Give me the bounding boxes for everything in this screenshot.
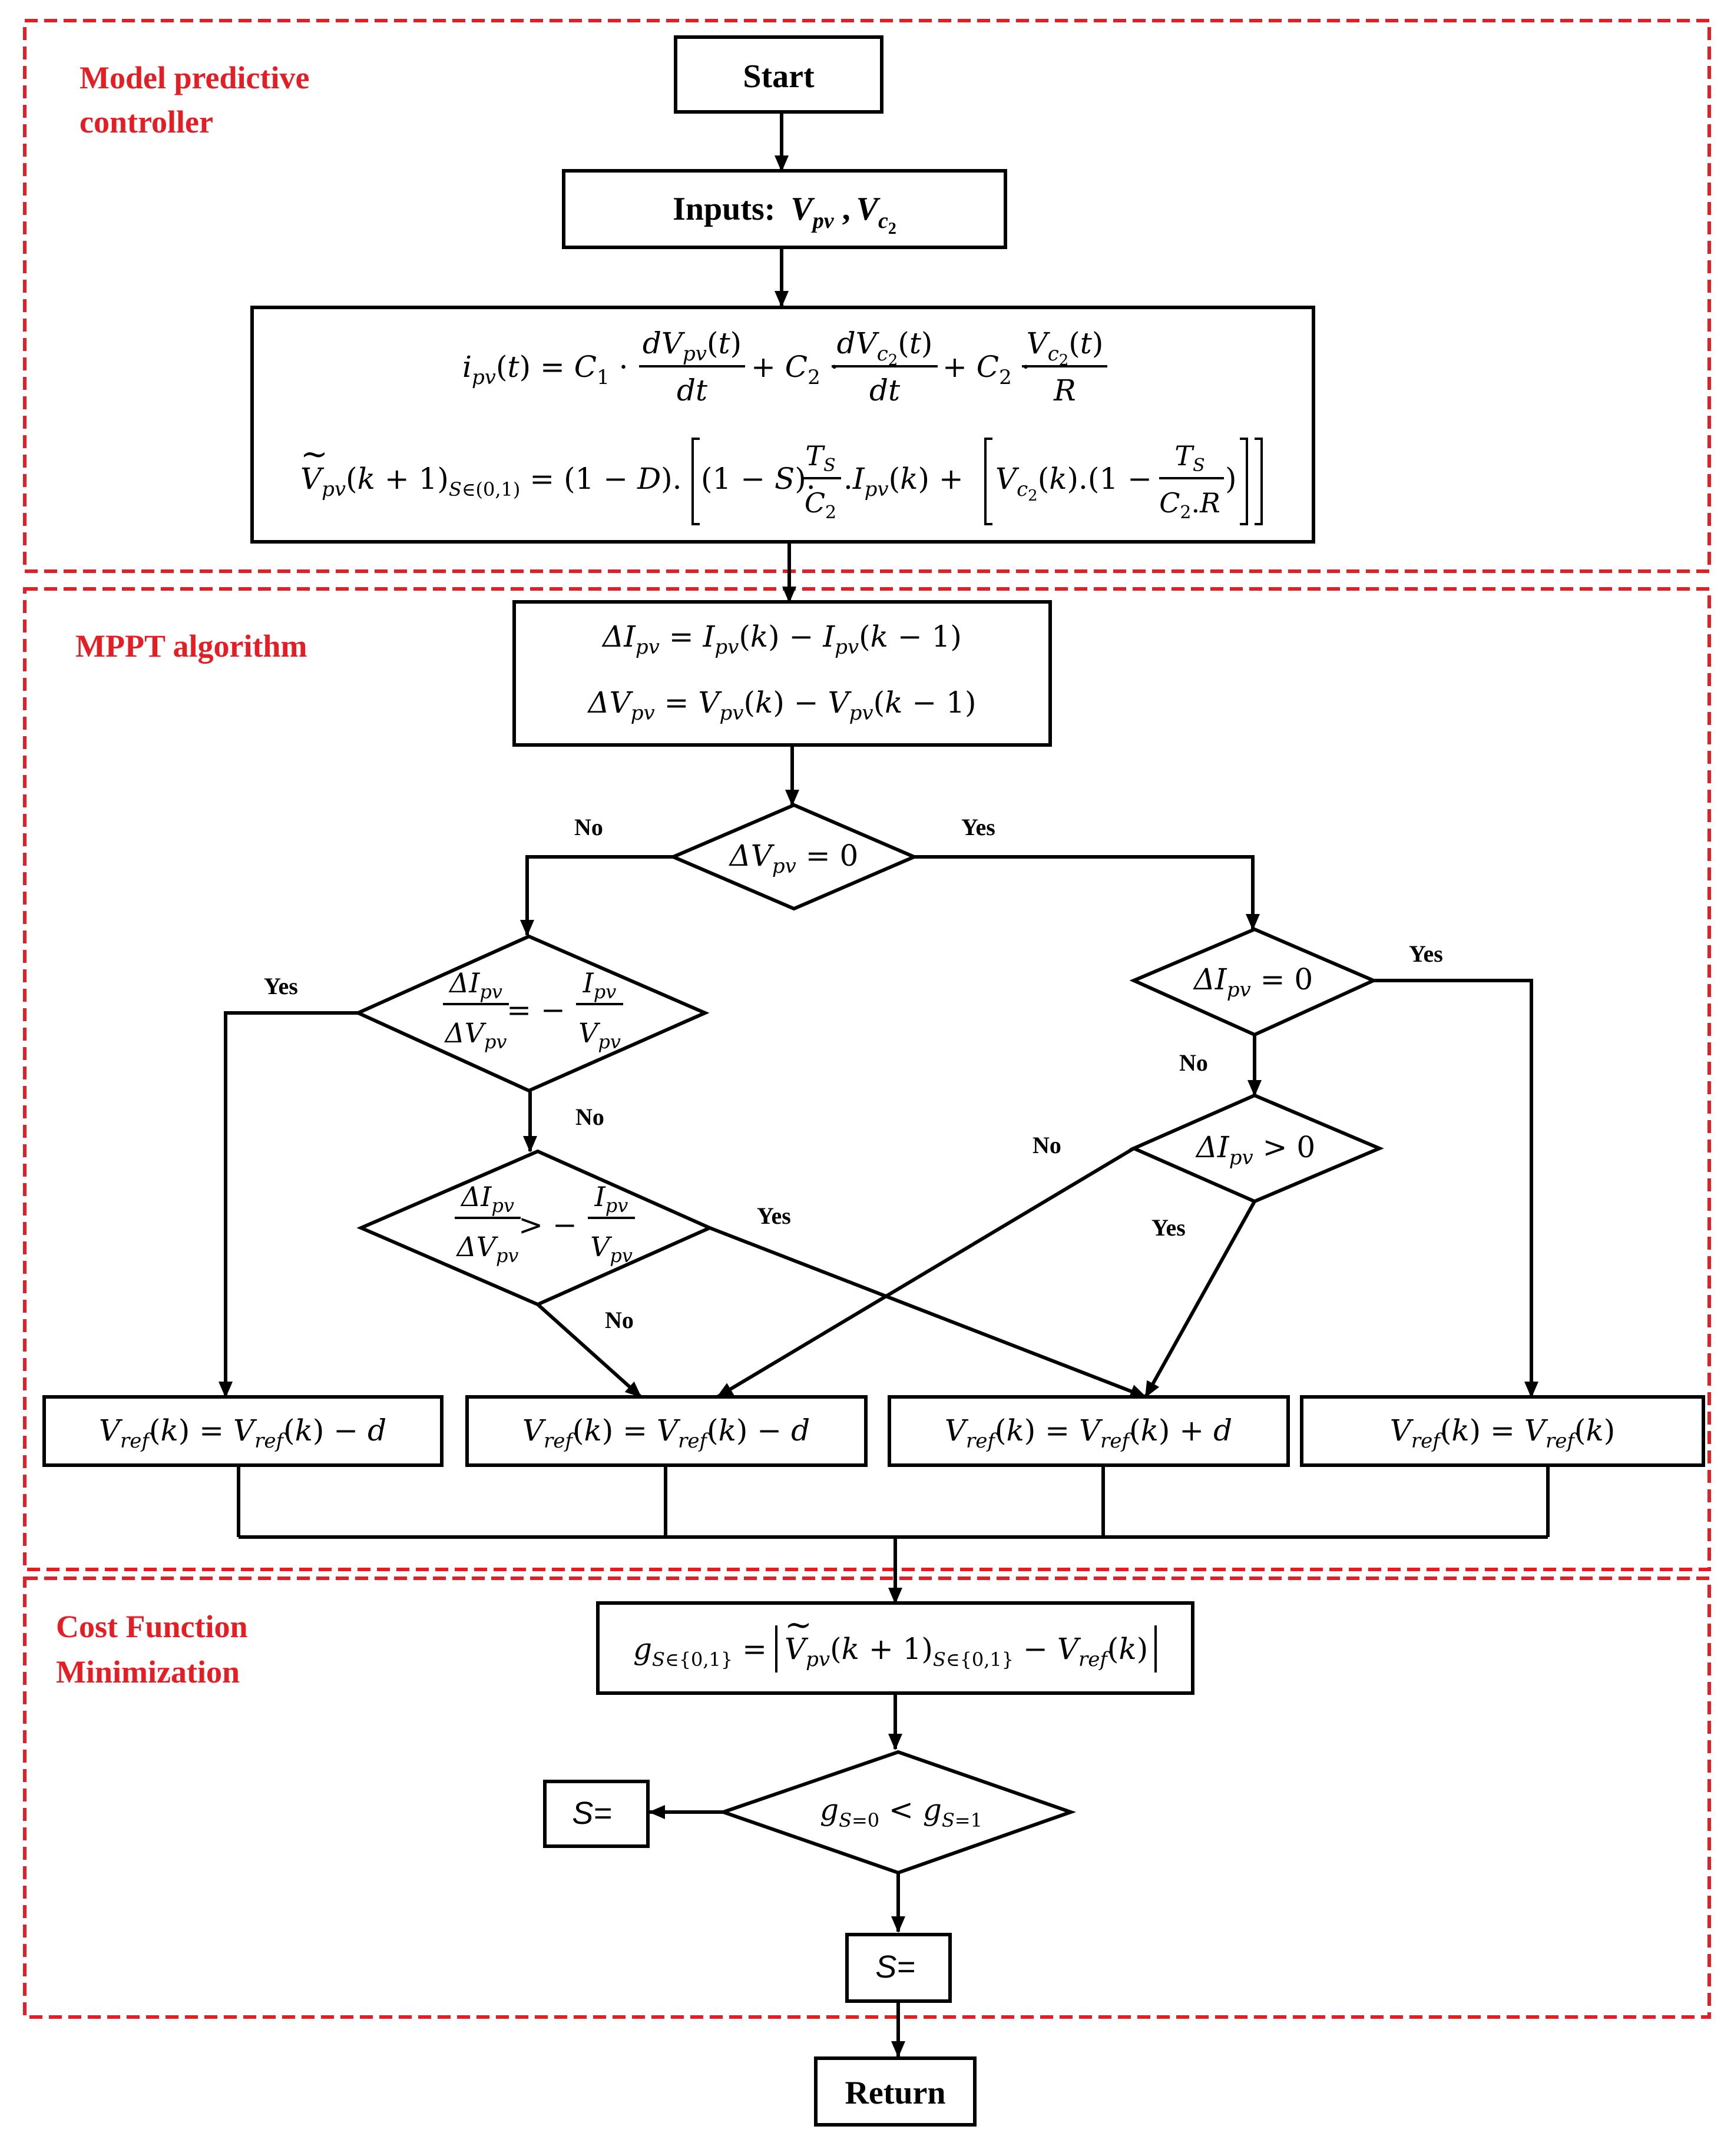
label-yes-dv: Yes bbox=[961, 814, 995, 840]
inputs-node: Inputs: Vpv ,Vc2 bbox=[562, 169, 1007, 249]
svg-text:Vref(k) = Vref(k) − d: Vref(k) = Vref(k) − d bbox=[522, 1413, 810, 1453]
label-yes-gt: Yes bbox=[757, 1203, 791, 1229]
label-no-dipos: No bbox=[1033, 1132, 1061, 1158]
svg-text:gS=0 < gS=1: gS=0 < gS=1 bbox=[820, 1793, 982, 1832]
svg-text:= −: = − bbox=[507, 993, 565, 1027]
decision-di-zero: ΔIpv = 0 bbox=[1129, 927, 1378, 1037]
output-box-2: Vref(k) = Vref(k) − d bbox=[465, 1395, 868, 1467]
decision-di-positive: ΔIpv > 0 bbox=[1129, 1093, 1384, 1204]
svg-text:> −: > − bbox=[518, 1208, 577, 1242]
svg-text:~: ~ bbox=[785, 1606, 812, 1644]
start-node: Start bbox=[674, 35, 883, 114]
section-cost-title-1: Cost Function bbox=[56, 1609, 248, 1644]
decision-dv-zero: ΔVpv = 0 bbox=[669, 803, 919, 911]
label-yes-dipos: Yes bbox=[1151, 1214, 1186, 1241]
svg-text:~: ~ bbox=[300, 435, 328, 473]
delta-i-equation: ΔIpv = Ipv(k) − Ipv(k − 1) bbox=[601, 620, 962, 659]
svg-text:ΔIpv > 0: ΔIpv > 0 bbox=[1195, 1130, 1315, 1170]
svg-text:ΔIpv: ΔIpv bbox=[448, 967, 502, 1003]
svg-text:dt: dt bbox=[869, 373, 901, 408]
label-no-di: No bbox=[1179, 1049, 1208, 1076]
decision-cost-compare: gS=0 < gS=1 bbox=[717, 1750, 1077, 1875]
decision-incremental-equal: ΔIpv ΔVpv = − Ipv Vpv bbox=[353, 934, 710, 1093]
inputs-label: Inputs: bbox=[673, 191, 775, 227]
section-cost-title-2: Minimization bbox=[56, 1654, 240, 1690]
s-left-node: S= bbox=[543, 1780, 650, 1848]
svg-text:R: R bbox=[1053, 373, 1076, 408]
s-bottom-node: S= bbox=[845, 1933, 952, 2003]
svg-text:): ) bbox=[1225, 462, 1237, 496]
svg-text:dt: dt bbox=[677, 373, 708, 408]
output-box-1: Vref(k) = Vref(k) − d bbox=[42, 1395, 444, 1467]
return-label: Return bbox=[845, 2075, 945, 2111]
delta-v-equation: ΔVpv = Vpv(k) − Vpv(k − 1) bbox=[587, 685, 977, 725]
svg-text:Vpv(k + 1)S∈(0,1) = (1 − D).: Vpv(k + 1)S∈(0,1) = (1 − D). bbox=[300, 462, 682, 501]
svg-text:+ C2 ·: + C2 · bbox=[751, 350, 839, 389]
label-yes-di: Yes bbox=[1409, 940, 1443, 967]
s-bottom-label: S= bbox=[875, 1949, 915, 1985]
svg-text:+ C2 ·: + C2 · bbox=[942, 350, 1031, 389]
return-node: Return bbox=[814, 2056, 977, 2127]
svg-text:dVpv(t): dVpv(t) bbox=[643, 326, 742, 366]
delta-box: ΔIpv = Ipv(k) − Ipv(k − 1) ΔVpv = Vpv(k)… bbox=[512, 600, 1052, 747]
label-no-gt: No bbox=[605, 1307, 634, 1333]
section-mpc-border bbox=[23, 19, 1711, 573]
svg-text:.Ipv(k) +: .Ipv(k) + bbox=[843, 462, 964, 501]
section-mppt-border bbox=[23, 587, 1711, 1571]
label-no-eq: No bbox=[575, 1104, 604, 1130]
s-left-label: S= bbox=[572, 1796, 612, 1831]
label-yes-eq: Yes bbox=[264, 973, 298, 999]
decision-incremental-greater: ΔIpv ΔVpv > − Ipv Vpv bbox=[356, 1149, 714, 1307]
section-cost-border bbox=[23, 1577, 1711, 2019]
svg-text:ΔVpv: ΔVpv bbox=[455, 1231, 518, 1267]
section-mppt-title: MPPT algorithm bbox=[75, 628, 307, 664]
svg-text:(1 − S).: (1 − S). bbox=[701, 462, 816, 496]
start-label: Start bbox=[743, 58, 815, 95]
cost-function-box: gS∈{0,1} = ~ Vpv(k + 1)S∈{0,1} − Vref(k) bbox=[596, 1601, 1194, 1695]
section-mpc-title-2: controller bbox=[80, 104, 213, 140]
mpc-equations-box: ipv(t) = C1 · dVpv(t) dt + C2 · dVc2(t) … bbox=[250, 306, 1315, 544]
section-mpc-title-1: Model predictive bbox=[80, 60, 309, 95]
svg-text:ΔIpv = 0: ΔIpv = 0 bbox=[1193, 962, 1313, 1002]
svg-text:Inputs: Vpv ,Vc2: Inputs: Vpv ,Vc2 bbox=[673, 191, 896, 238]
connectors bbox=[219, 112, 1550, 2058]
output-box-3: Vref(k) = Vref(k) + d bbox=[888, 1395, 1290, 1467]
label-no-dv: No bbox=[574, 814, 603, 840]
output-box-4: Vref(k) = Vref(k) bbox=[1300, 1395, 1705, 1467]
svg-text:TS: TS bbox=[1174, 440, 1204, 476]
